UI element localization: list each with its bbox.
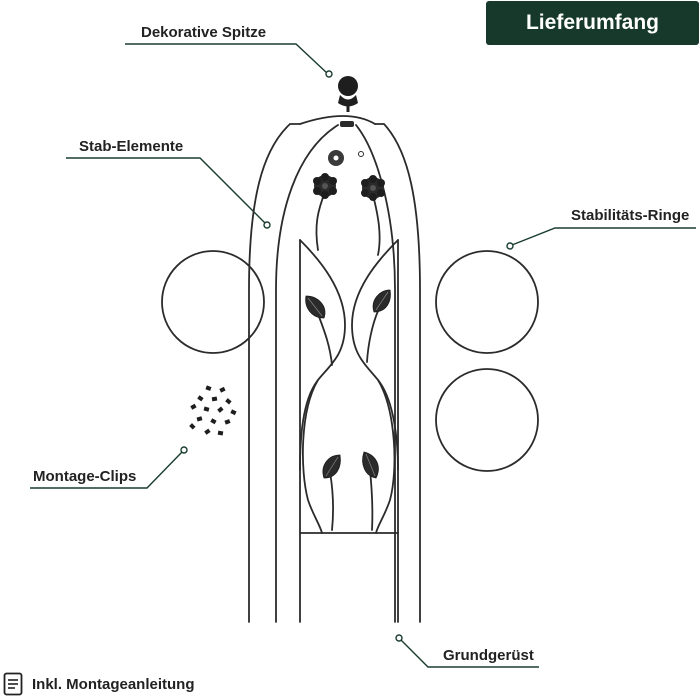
clip [224,419,231,425]
frame-curve-right-upper [351,239,399,471]
rosette-hole [333,155,339,161]
frame-crown-arc [299,115,376,125]
leader-rods-dot [263,221,271,229]
header-title: Lieferumfang [525,11,659,34]
stem-right [372,194,381,256]
leader-clips [30,450,184,489]
ring-right-bottom [435,368,539,472]
label-rings: Stabilitäts-Ringe [571,207,690,224]
flowers [313,173,385,201]
flower-left [313,173,337,199]
finial-pin [346,104,350,112]
clips-group [189,385,237,436]
finial-part [338,76,358,112]
frame-curve-left-upper [299,239,346,471]
clip [210,418,217,425]
label-clips: Montage-Clips [33,468,137,485]
leader-clips-dot [180,446,188,454]
clip [190,403,197,410]
leader-finial-dot [325,70,333,78]
leaf-veins [307,291,389,477]
clip [189,423,196,430]
leader-rings [511,227,696,246]
clip [219,386,226,393]
label-rods: Stab-Elemente [79,138,184,155]
stem-left [315,191,326,251]
clip [217,406,224,413]
stem-leaf-right-lower [369,469,374,531]
header-badge: Lieferumfang [486,1,699,45]
clip [211,396,218,402]
leaf-vein [365,453,376,477]
clip [205,385,212,391]
finial-ball [338,76,358,96]
frame-outer-left [248,123,301,623]
leaves [305,289,391,479]
clip [197,395,204,402]
leader-frame [399,638,539,668]
leaf-vein [375,291,389,311]
stem-leaf-left-lower [329,471,334,531]
clip [217,430,224,436]
ring-left [161,250,265,354]
leader-rings-dot [506,242,514,250]
ring-right-top [435,250,539,354]
clip [204,428,211,435]
leader-finial [125,43,329,75]
frame-outer-right [374,123,421,623]
frame-top-details [328,121,364,166]
leaf-vein [307,297,323,317]
frame-curve-left-lower [301,379,323,534]
finial-neck [338,95,358,107]
clip [203,406,210,412]
label-finial: Dekorative Spitze [141,24,267,41]
label-frame: Grundgerüst [443,647,534,664]
stem-leaf-left-upper [317,313,333,366]
frame-part [248,115,421,623]
crown-cap [340,121,354,127]
screw-hole [358,151,364,157]
clip [230,409,237,416]
clip [196,416,203,422]
leader-lines [30,43,696,668]
clip [225,398,232,405]
manual-note: Inkl. Montageanleitung [3,671,195,697]
manual-label: Inkl. Montageanleitung [32,675,195,693]
leader-rods [66,157,267,225]
leaf-vein [325,456,339,477]
frame-inner-left [275,124,339,623]
rings-group [161,250,539,472]
flower-right [361,175,385,201]
frame-curve-right-lower [375,379,396,534]
leader-frame-dot [395,634,403,642]
document-icon [3,672,23,696]
stem-leaf-right-upper [366,310,379,363]
